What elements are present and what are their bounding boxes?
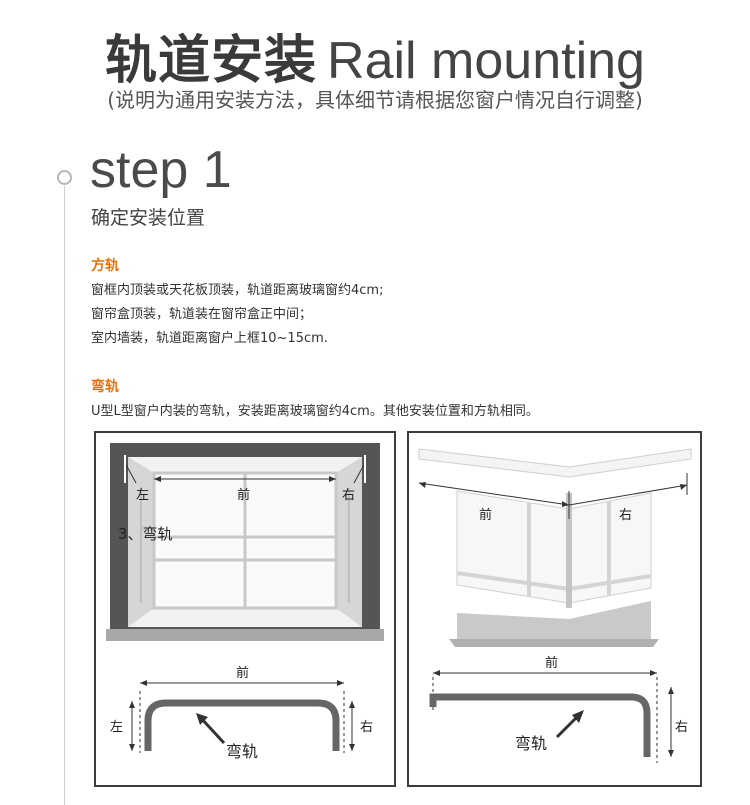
ceiling-box	[418, 448, 692, 478]
l-bottom-label-front: 前	[545, 655, 558, 671]
l-rail-shape	[429, 693, 651, 757]
l-front-dimension	[418, 482, 570, 506]
step-title: step 1	[90, 141, 232, 199]
u-window-diagram: 左 前 右 3、弯轨 前 左 右 弯轨	[94, 431, 396, 787]
page-subtitle: (说明为通用安装方法，具体细节请根据您窗户情况自行调整)	[107, 88, 643, 112]
l-window-diagram: 前 右 前 右 弯轨	[407, 431, 702, 787]
l-label-right: 右	[619, 508, 632, 523]
u-window-illustration: 左 前 右 3、弯轨 前 左 右 弯轨	[106, 443, 384, 761]
overlay-text: 3、弯轨	[118, 525, 173, 543]
label-front: 前	[237, 487, 250, 503]
bottom-label-left: 左	[110, 720, 123, 735]
title-chinese: 轨道安装	[105, 31, 318, 91]
u-rail-shape	[144, 699, 340, 751]
square-rail-line-2: 窗帘盒顶装，轨道装在窗帘盒正中间；	[91, 307, 313, 322]
bottom-label-front: 前	[236, 665, 249, 681]
l-window-illustration: 前 右 前 右 弯轨	[418, 448, 692, 763]
square-rail-line-3: 室内墙装，轨道距离窗户上框10~15cm.	[91, 331, 328, 346]
l-rail-label: 弯轨	[515, 734, 547, 753]
bottom-label-right: 右	[360, 720, 373, 735]
title-english: Rail mounting	[327, 32, 645, 90]
l-bottom-label-right: 右	[675, 720, 688, 735]
timeline-line	[64, 186, 65, 805]
square-rail-line-1: 窗框内顶装或天花板顶装，轨道距离玻璃窗约4cm;	[91, 283, 384, 298]
l-window-sill	[457, 601, 651, 639]
rail-label: 弯轨	[226, 742, 258, 761]
step-marker-icon	[57, 170, 72, 185]
l-right-dimension	[568, 484, 688, 506]
label-left: 左	[136, 488, 149, 503]
square-rail-heading: 方轨	[91, 258, 119, 274]
l-label-front: 前	[479, 507, 492, 523]
step-subtitle: 确定安装位置	[91, 207, 206, 229]
curved-rail-line-1: U型L型窗户内装的弯轨，安装距离玻璃窗约4cm。其他安装位置和方轨相同。	[91, 404, 539, 419]
label-right: 右	[342, 488, 355, 503]
curved-rail-heading: 弯轨	[91, 379, 119, 395]
rail-pointer-icon	[198, 715, 226, 745]
